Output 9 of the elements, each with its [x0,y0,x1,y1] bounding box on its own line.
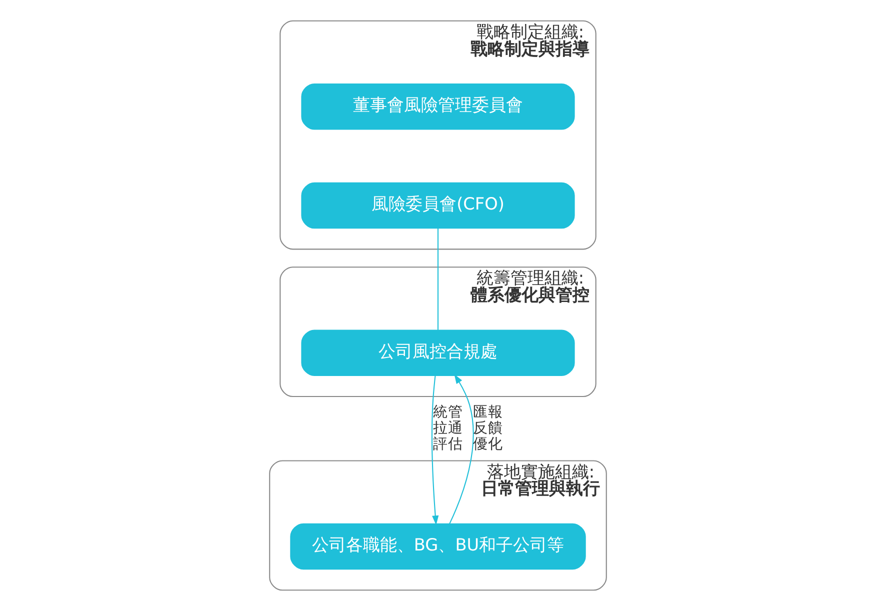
edge-label: 統管拉通評估 [432,404,462,452]
arrow [431,376,438,526]
node-box: 風險委員會(CFO) [300,182,574,229]
edge-label: 匯報反饋優化 [472,404,502,452]
node-box: 公司風控合規處 [300,330,574,376]
node-box: 公司各職能、BG、BU和子公司等 [290,523,586,570]
connector [436,228,438,330]
arrow [448,374,474,524]
node-box: 董事會風險管理委員會 [300,83,574,130]
